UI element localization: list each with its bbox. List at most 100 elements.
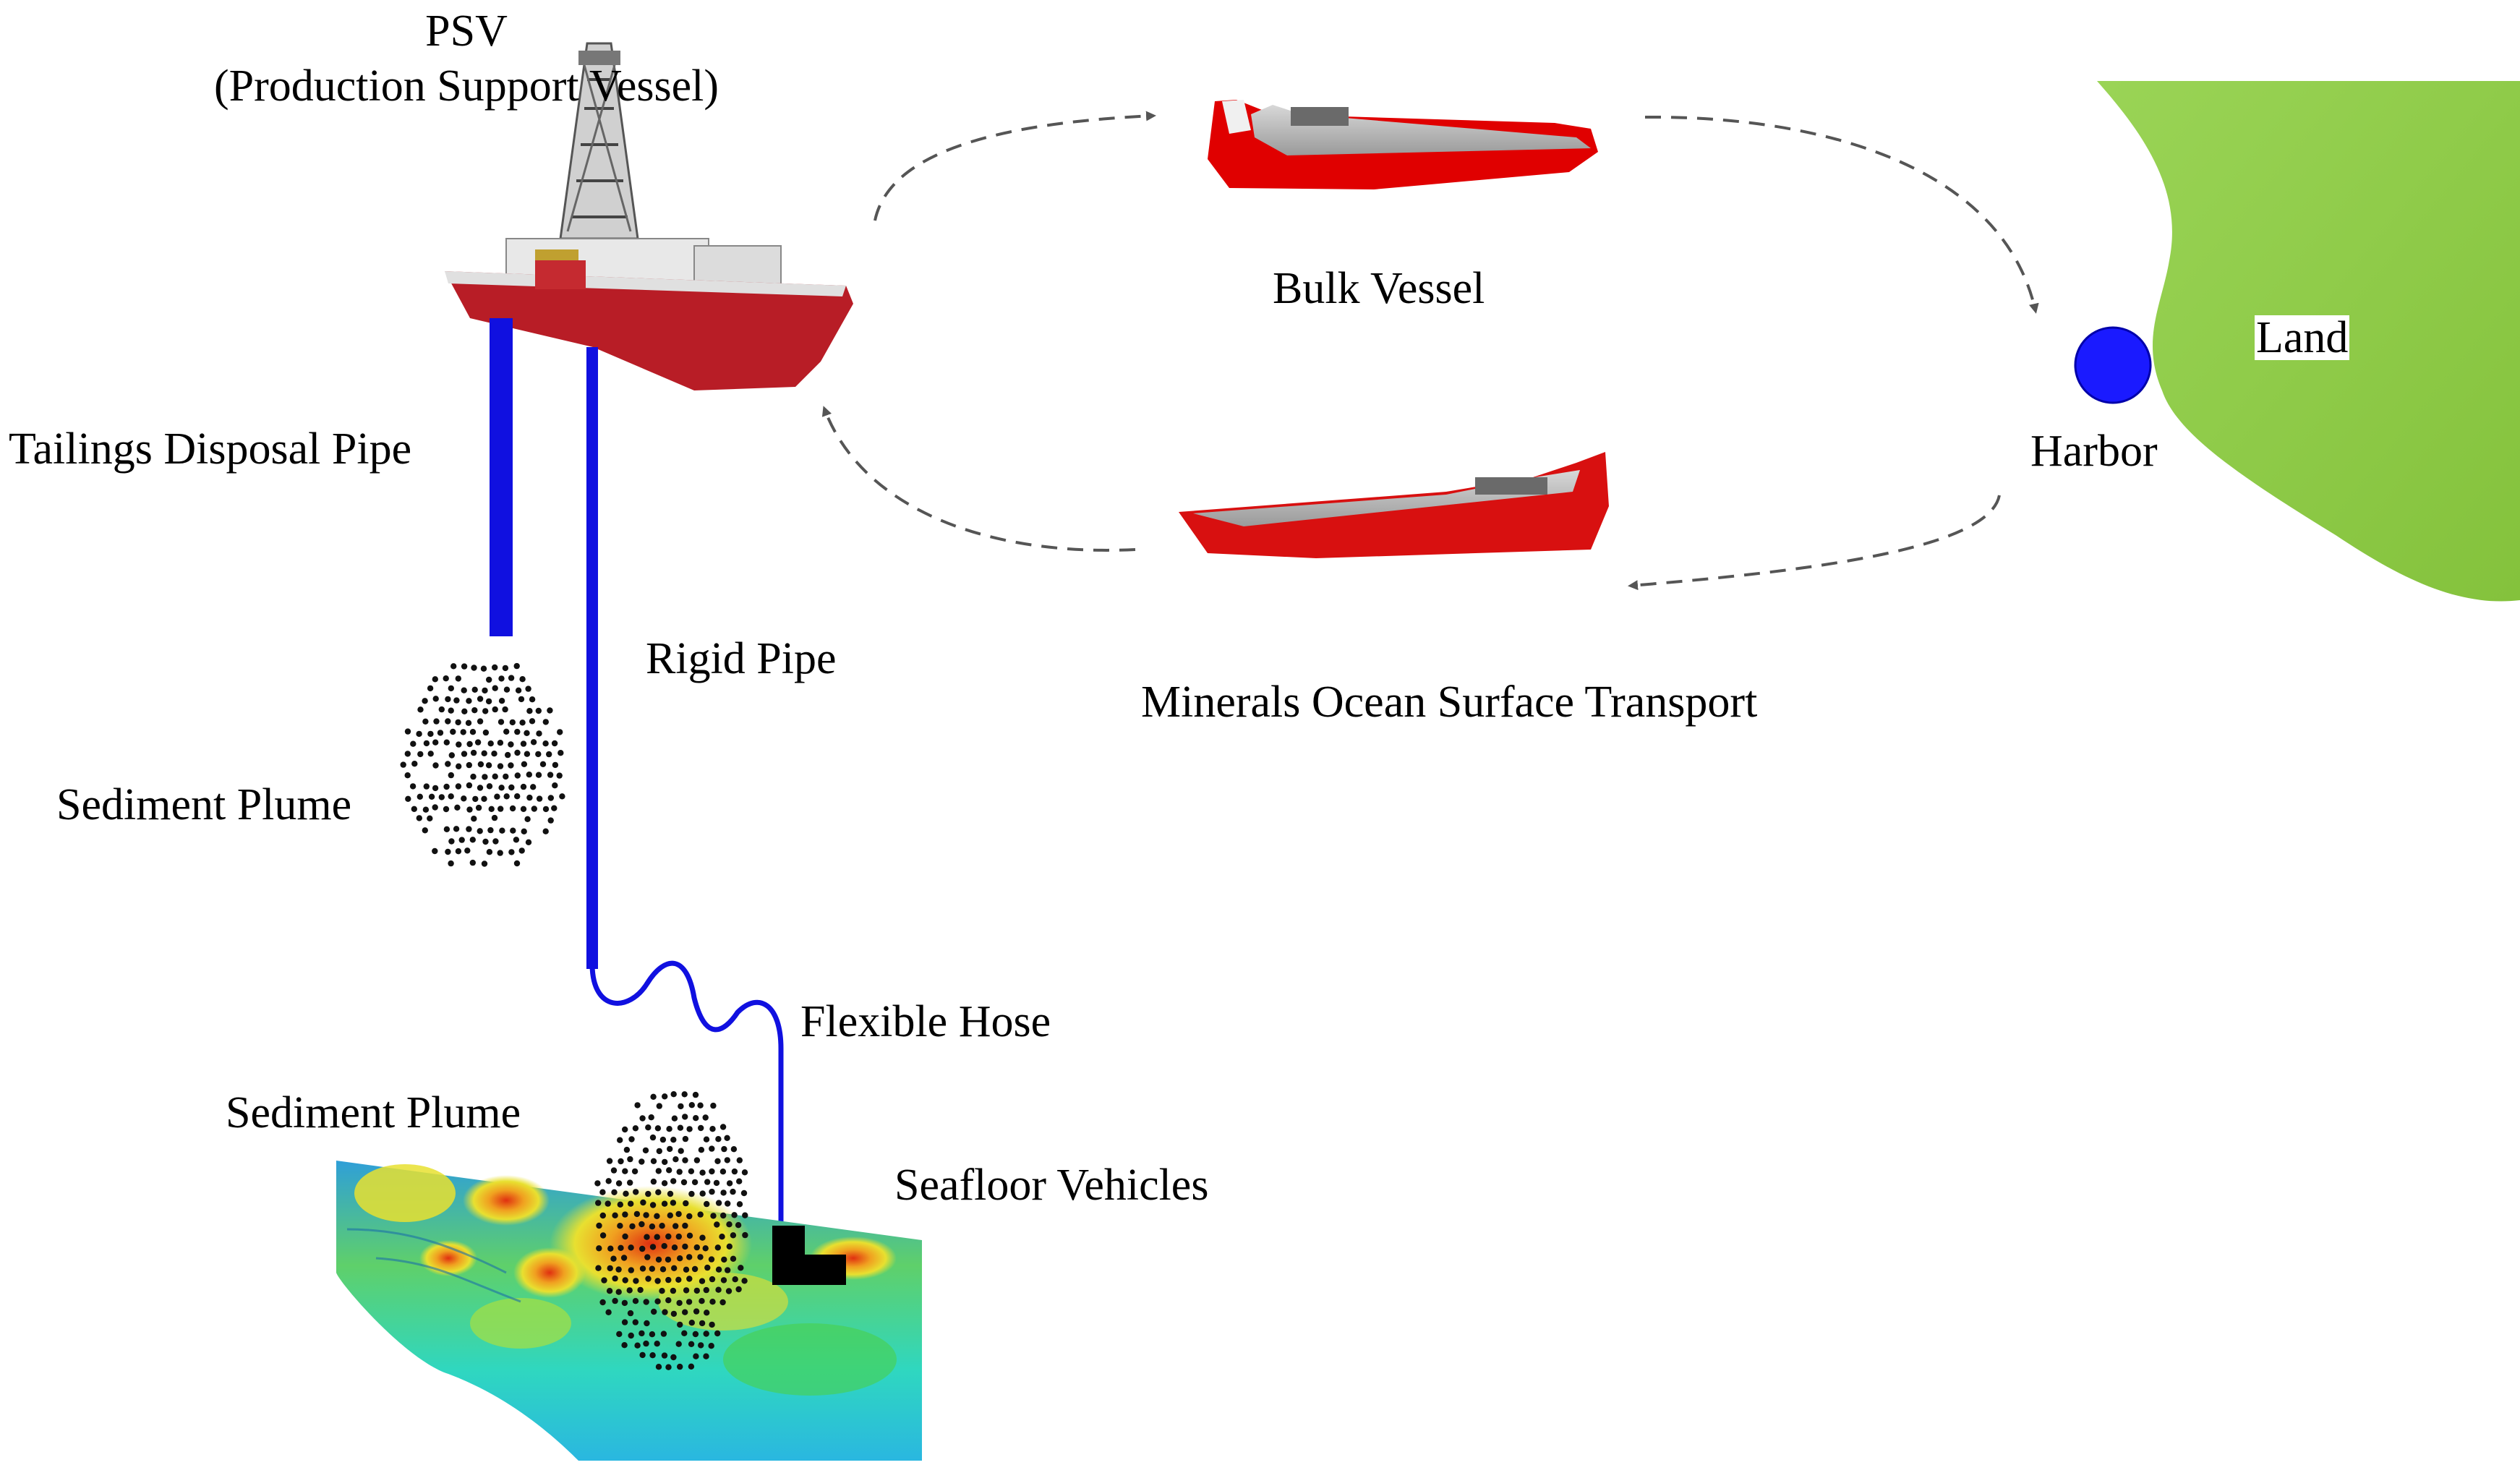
drillship-icon <box>445 42 853 390</box>
plume-dot <box>693 1308 700 1315</box>
plume-dot <box>471 816 477 822</box>
plume-dot <box>525 685 531 692</box>
plume-dot <box>508 849 515 855</box>
plume-dot <box>438 794 445 800</box>
sediment-plume-lower-label: Sediment Plume <box>226 1088 521 1137</box>
plume-dot <box>498 698 505 704</box>
plume-dot <box>638 1330 645 1337</box>
plume-dot <box>422 806 430 813</box>
plume-dot <box>461 751 468 757</box>
plume-dot <box>477 828 483 834</box>
plume-dot <box>703 1331 709 1337</box>
bulk-vessel-label: Bulk Vessel <box>1273 264 1485 313</box>
plume-dot <box>519 719 526 726</box>
plume-dot <box>542 828 549 834</box>
plume-dot <box>623 1190 629 1197</box>
plume-dot <box>656 1148 662 1155</box>
plume-dot <box>536 730 542 737</box>
plume-dot <box>709 1321 715 1328</box>
plume-dot <box>491 751 497 757</box>
plume-dot <box>698 1124 704 1132</box>
plume-dot <box>486 783 493 790</box>
plume-dot <box>620 1255 628 1261</box>
plume-dot <box>617 1137 623 1143</box>
plume-dot <box>448 772 454 779</box>
plume-dot <box>650 1178 657 1185</box>
plume-dot <box>644 1254 651 1260</box>
plume-dot <box>628 1200 634 1207</box>
plume-dot <box>633 1210 641 1218</box>
plume-dot <box>667 1190 674 1197</box>
plume-dot <box>639 1115 646 1122</box>
plume-dot <box>714 1158 721 1165</box>
plume-dot <box>675 1341 682 1347</box>
plume-dot <box>725 1200 731 1207</box>
plume-dot <box>628 1267 634 1273</box>
plume-dot <box>448 793 454 800</box>
plume-dot <box>688 1320 695 1326</box>
plume-dot <box>438 706 445 713</box>
plume-dot <box>720 1277 727 1284</box>
plume-dot <box>547 795 554 801</box>
plume-dot <box>686 1232 693 1239</box>
plume-dot <box>742 1231 748 1239</box>
plume-dot <box>615 1266 622 1273</box>
plume-dot <box>677 1363 683 1370</box>
plume-dot <box>688 1341 695 1348</box>
plume-dot <box>510 827 516 834</box>
plume-dot <box>502 665 509 672</box>
land-label: Land <box>2255 313 2350 362</box>
plume-dot <box>518 696 525 703</box>
plume-dot <box>521 761 528 768</box>
plume-dot <box>699 1169 706 1176</box>
plume-dot <box>445 761 451 767</box>
plume-dot <box>654 1234 660 1240</box>
plume-dot <box>612 1212 618 1219</box>
plume-dot <box>719 1169 727 1175</box>
plume-dot <box>698 1147 705 1153</box>
plume-dot <box>422 827 428 834</box>
plume-dot <box>688 1102 695 1109</box>
plume-dot <box>730 1232 737 1239</box>
plume-dot <box>518 847 525 854</box>
plume-dot <box>551 740 558 747</box>
plume-dot <box>715 1136 722 1142</box>
plume-dot <box>655 1256 662 1263</box>
plume-dot <box>671 1244 678 1251</box>
plume-dot <box>557 729 563 735</box>
plume-dot <box>622 1277 628 1284</box>
plume-dot <box>692 1091 699 1098</box>
plume-dot <box>525 839 532 846</box>
plume-dot <box>735 1222 742 1229</box>
plume-dot <box>427 685 434 692</box>
plume-dot <box>643 1299 649 1305</box>
sediment-plume-upper <box>400 662 565 867</box>
plume-dot <box>661 1200 668 1207</box>
plume-dot <box>693 1157 701 1163</box>
plume-dot <box>514 772 521 779</box>
plume-dot <box>720 1212 727 1219</box>
plume-dot <box>655 1168 662 1174</box>
plume-dot <box>497 763 504 769</box>
plume-dot <box>670 1137 677 1143</box>
plume-dot <box>665 1233 672 1240</box>
plume-dot <box>682 1222 688 1229</box>
plume-dot <box>546 751 552 758</box>
plume-dot <box>530 784 537 790</box>
plume-dot <box>710 1213 717 1219</box>
plume-dot <box>688 1168 695 1175</box>
plume-dot <box>654 1278 661 1284</box>
plume-dot <box>482 687 488 694</box>
plume-dot <box>702 1245 709 1252</box>
plume-dot <box>649 1265 655 1272</box>
plume-dot <box>491 814 498 821</box>
plume-dot <box>634 1342 641 1349</box>
plume-dot <box>519 676 526 683</box>
plume-dot <box>466 782 473 789</box>
psv-title: PSV <box>425 7 508 56</box>
plume-dot <box>720 1189 727 1196</box>
arrow-bulk-to-harbor <box>1644 115 2039 314</box>
plume-dot <box>703 1353 709 1359</box>
plume-dot <box>633 1189 639 1195</box>
plume-dot <box>667 1145 673 1153</box>
